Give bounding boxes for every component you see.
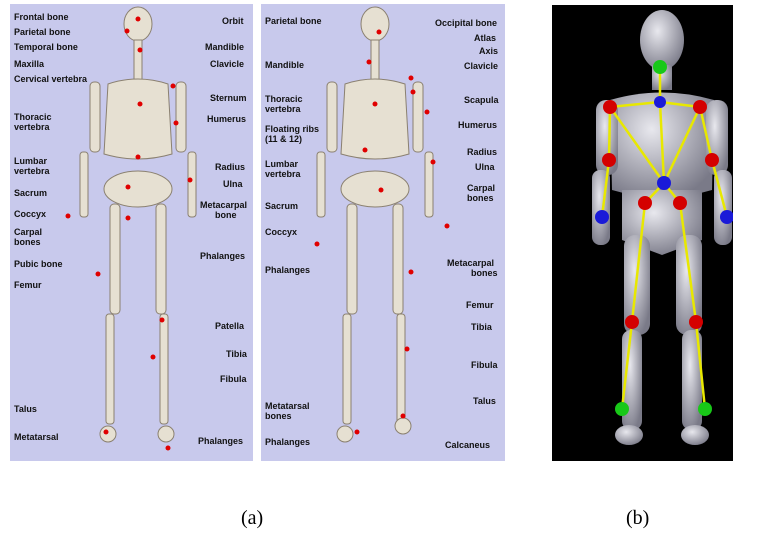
label-fibula-back: Fibula — [471, 360, 498, 370]
label-vertebra-thoracic-back: vertebra — [265, 104, 301, 114]
label-coccyx: Coccyx — [14, 209, 46, 219]
label-carpal-bones-back: bones — [467, 193, 494, 203]
label-phalanges-foot-back: Phalanges — [265, 437, 310, 447]
label-mandible: Mandible — [205, 42, 244, 52]
joint-wrist-right — [595, 210, 609, 224]
label-metacarpal: Metacarpal — [200, 200, 247, 210]
label-metatarsal: Metatarsal — [14, 432, 59, 442]
label-ulna: Ulna — [223, 179, 243, 189]
label-thoracic: Thoracic — [14, 112, 52, 122]
label-lumbar: Lumbar — [14, 156, 47, 166]
label-scapula: Scapula — [464, 95, 499, 105]
label-floating-ribs: Floating ribs — [265, 124, 319, 134]
joint-shoulder-right — [603, 100, 617, 114]
label-carpal-bones: bones — [14, 237, 41, 247]
label-orbit: Orbit — [222, 16, 244, 26]
label-calcaneus: Calcaneus — [445, 440, 490, 450]
label-vertebra-lumbar-back: vertebra — [265, 169, 301, 179]
label-tibia-back: Tibia — [471, 322, 492, 332]
label-radius: Radius — [215, 162, 245, 172]
label-cervical-vertebra: Cervical vertebra — [14, 74, 87, 84]
label-talus: Talus — [14, 404, 37, 414]
label-floating-ribs-numbers: (11 & 12) — [265, 134, 302, 144]
label-metacarpal-bone: bone — [215, 210, 237, 220]
label-vertebra-thoracic: vertebra — [14, 122, 50, 132]
label-tibia: Tibia — [226, 349, 247, 359]
label-metatarsal-bones-back: bones — [265, 411, 292, 421]
label-pubic-bone: Pubic bone — [14, 259, 63, 269]
joint-head — [653, 60, 667, 74]
label-thoracic-back: Thoracic — [265, 94, 303, 104]
joint-knee-left — [689, 315, 703, 329]
label-radius-back: Radius — [467, 147, 497, 157]
label-talus-back: Talus — [473, 396, 496, 406]
label-metacarpal-bones-back: bones — [471, 268, 498, 278]
joint-hip-right — [638, 196, 652, 210]
label-humerus-back: Humerus — [458, 120, 497, 130]
label-ulna-back: Ulna — [475, 162, 495, 172]
label-clavicle: Clavicle — [210, 59, 244, 69]
front-skeleton-panel: Frontal bone Parietal bone Temporal bone… — [10, 4, 253, 461]
label-clavicle-back: Clavicle — [464, 61, 498, 71]
front-skeleton-illustration — [10, 4, 253, 461]
label-phalanges-foot: Phalanges — [198, 436, 243, 446]
label-phalanges-hand-back: Phalanges — [265, 265, 310, 275]
joint-torso — [657, 176, 671, 190]
joint-ankle-left — [698, 402, 712, 416]
label-femur-back: Femur — [466, 300, 494, 310]
label-vertebra-lumbar: vertebra — [14, 166, 50, 176]
label-parietal-bone-back: Parietal bone — [265, 16, 322, 26]
label-patella: Patella — [215, 321, 244, 331]
caption-b: (b) — [626, 507, 649, 530]
label-maxilla: Maxilla — [14, 59, 44, 69]
label-metacarpal-back: Metacarpal — [447, 258, 494, 268]
label-axis: Axis — [479, 46, 498, 56]
body-model-illustration — [552, 5, 733, 461]
label-atlas: Atlas — [474, 33, 496, 43]
mannequin-body — [592, 10, 732, 445]
label-occipital-bone: Occipital bone — [435, 18, 497, 28]
joint-neck — [654, 96, 666, 108]
label-sacrum: Sacrum — [14, 188, 47, 198]
label-temporal-bone: Temporal bone — [14, 42, 78, 52]
caption-a: (a) — [241, 507, 263, 530]
joint-hip-left — [673, 196, 687, 210]
label-mandible-back: Mandible — [265, 60, 304, 70]
joint-knee-right — [625, 315, 639, 329]
label-femur: Femur — [14, 280, 42, 290]
label-coccyx-back: Coccyx — [265, 227, 297, 237]
joint-elbow-right — [602, 153, 616, 167]
label-carpal: Carpal — [14, 227, 42, 237]
label-sternum: Sternum — [210, 93, 247, 103]
label-fibula: Fibula — [220, 374, 247, 384]
joint-ankle-right — [615, 402, 629, 416]
label-humerus: Humerus — [207, 114, 246, 124]
label-sacrum-back: Sacrum — [265, 201, 298, 211]
label-parietal-bone: Parietal bone — [14, 27, 71, 37]
label-carpal-back: Carpal — [467, 183, 495, 193]
label-lumbar-back: Lumbar — [265, 159, 298, 169]
back-skeleton-illustration — [261, 4, 505, 461]
joint-shoulder-left — [693, 100, 707, 114]
label-phalanges-hand: Phalanges — [200, 251, 245, 261]
body-model-panel — [552, 5, 733, 461]
back-skeleton-panel: Parietal bone Mandible Thoracic vertebra… — [261, 4, 505, 461]
label-metatarsal-back: Metatarsal — [265, 401, 310, 411]
joint-elbow-left — [705, 153, 719, 167]
label-frontal-bone: Frontal bone — [14, 12, 69, 22]
